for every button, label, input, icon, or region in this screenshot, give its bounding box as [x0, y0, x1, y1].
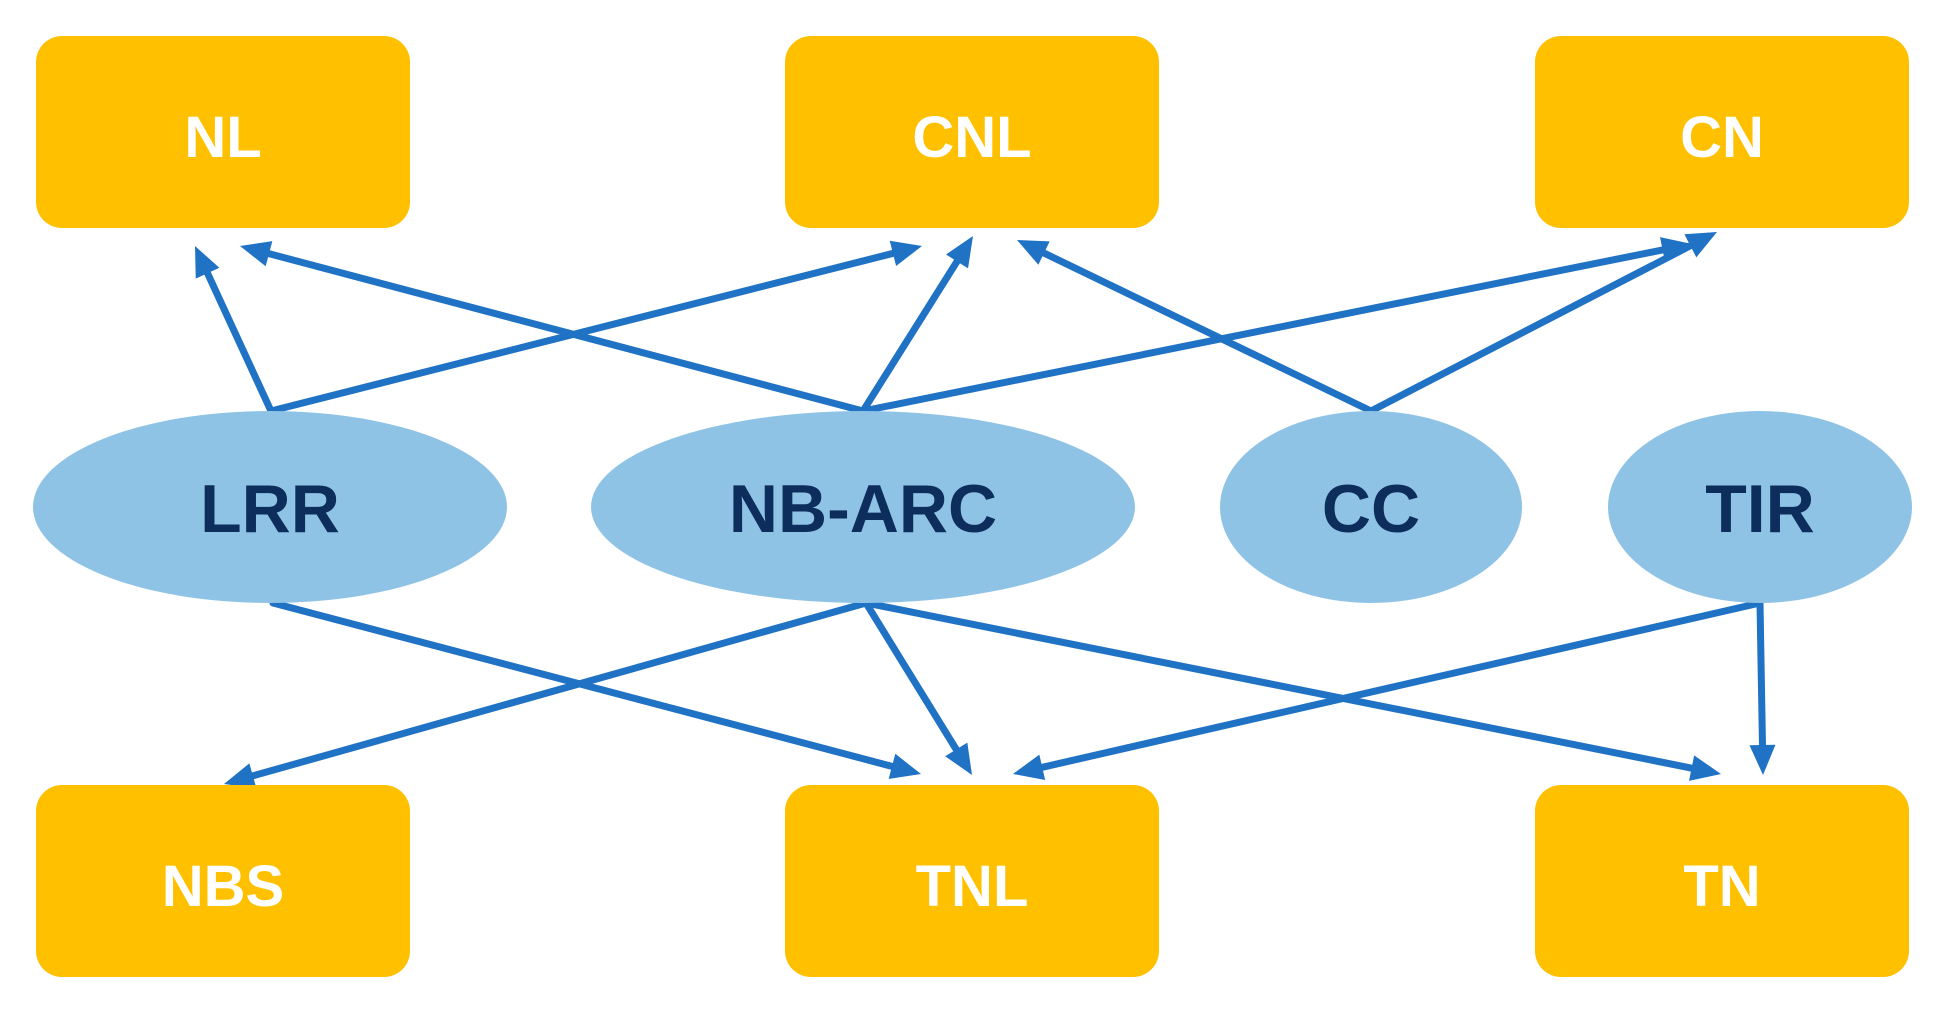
arrowhead-icon: [1017, 240, 1050, 265]
class-box-cnl-shape: [785, 36, 1159, 228]
edge-nbarc-to-tn: [862, 599, 1721, 781]
class-label-nbs: NBS: [162, 854, 284, 919]
class-box-nl: NL: [36, 36, 410, 228]
edge-tir-to-tn: [1749, 599, 1776, 775]
edge-nbarc-to-tnl: [862, 599, 972, 775]
class-box-tn: TN: [1535, 785, 1909, 977]
domain-label-lrr: LRR: [200, 471, 340, 547]
domain-cc: CC: [1220, 411, 1522, 603]
class-label-nl: NL: [184, 105, 261, 170]
edge-nbarc-to-cn: [859, 237, 1692, 415]
domain-cc-shape: [1220, 411, 1522, 603]
edge-line: [1756, 599, 1767, 753]
edges-layer: [195, 232, 1776, 789]
edge-tir-to-tnl: [1013, 599, 1764, 780]
class-label-tn: TN: [1683, 854, 1760, 919]
domain-tir: TIR: [1608, 411, 1912, 603]
domain-label-nbarc: NB-ARC: [729, 471, 997, 547]
class-box-cnl: CNL: [785, 36, 1159, 228]
edge-line: [862, 599, 962, 757]
class-box-cn: CN: [1535, 36, 1909, 228]
edge-line: [1367, 240, 1698, 415]
edge-lrr-to-nl: [195, 246, 275, 415]
class-label-tnl: TNL: [916, 854, 1029, 919]
class-box-nl-shape: [36, 36, 410, 228]
domain-tir-shape: [1608, 411, 1912, 603]
edge-line: [859, 254, 963, 415]
edge-cc-to-cn: [1367, 232, 1717, 415]
arrowhead-icon: [888, 753, 921, 779]
arrowhead-icon: [195, 246, 220, 279]
arrowhead-icon: [224, 763, 257, 789]
class-box-tn-shape: [1535, 785, 1909, 977]
domain-lrr: LRR: [33, 411, 507, 603]
domain-nbarc-shape: [591, 411, 1135, 603]
edge-line: [202, 266, 275, 415]
edge-nbarc-to-cnl: [859, 236, 973, 415]
class-box-cn-shape: [1535, 36, 1909, 228]
arrowhead-icon: [1689, 755, 1721, 781]
arrowhead-icon: [240, 241, 273, 267]
arrowhead-icon: [1749, 744, 1776, 775]
edge-line: [267, 248, 901, 415]
class-label-cnl: CNL: [912, 105, 1031, 170]
arrowhead-icon: [946, 236, 973, 269]
domain-label-cc: CC: [1322, 471, 1420, 547]
class-box-tnl: TNL: [785, 785, 1159, 977]
edge-cc-to-cnl: [1017, 240, 1375, 415]
edge-nbarc-to-nbs: [224, 599, 870, 789]
domain-nbarc: NB-ARC: [591, 411, 1135, 603]
arrowhead-icon: [889, 240, 922, 266]
edge-line: [1036, 247, 1375, 415]
domain-lrr-shape: [33, 411, 507, 603]
edge-line: [859, 245, 1671, 415]
edge-line: [1034, 599, 1764, 772]
edge-lrr-to-cnl: [267, 240, 922, 415]
edge-line: [245, 599, 870, 781]
class-box-tnl-shape: [785, 785, 1159, 977]
class-label-cn: CN: [1680, 105, 1764, 170]
class-box-nbs: NBS: [36, 785, 410, 977]
edge-line: [261, 249, 867, 415]
arrowhead-icon: [1684, 232, 1717, 258]
arrowhead-icon: [1013, 754, 1046, 780]
domain-label-tir: TIR: [1705, 471, 1815, 547]
arrowhead-icon: [945, 742, 972, 775]
edge-lrr-to-tnl: [269, 599, 921, 779]
class-box-nbs-shape: [36, 785, 410, 977]
edge-nbarc-to-nl: [240, 241, 867, 415]
edge-line: [862, 599, 1700, 773]
